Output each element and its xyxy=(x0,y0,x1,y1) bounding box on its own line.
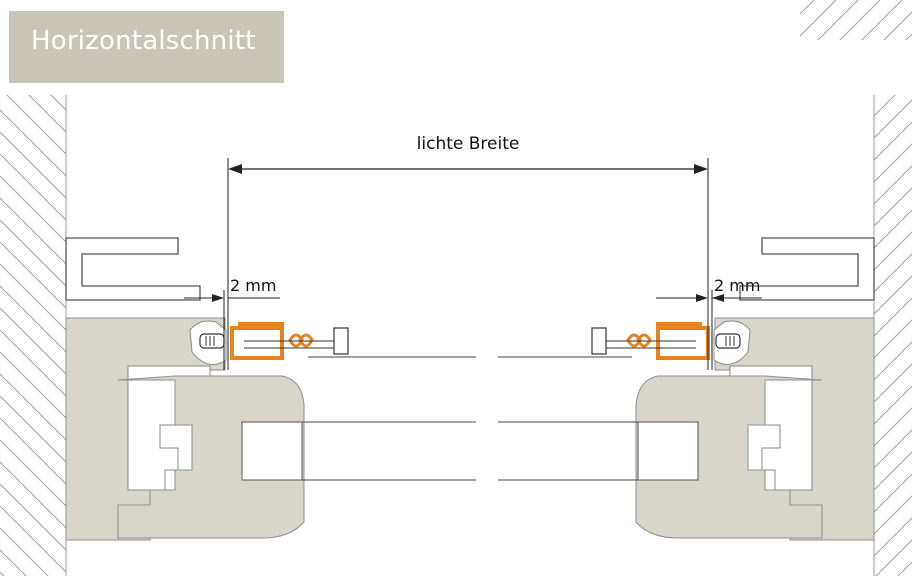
right-frame xyxy=(635,237,875,541)
right-wall xyxy=(873,95,912,576)
left-gap-dimension: 2 mm xyxy=(184,276,280,370)
left-hardware xyxy=(199,322,349,360)
left-gap-label: 2 mm xyxy=(230,276,276,295)
left-frame xyxy=(65,237,305,541)
left-seal-profile xyxy=(230,326,284,360)
left-wall xyxy=(0,95,67,576)
title-box xyxy=(9,11,284,83)
left-sash-lines xyxy=(302,356,476,481)
right-sash-lines xyxy=(498,356,638,481)
clear-width-dimension: lichte Breite xyxy=(227,134,709,370)
right-seal-profile xyxy=(656,326,710,360)
corner-hatch xyxy=(800,0,912,40)
section-title: Horizontalschnitt xyxy=(31,26,256,56)
clear-width-label: lichte Breite xyxy=(417,134,520,154)
right-gap-dimension: 2 mm xyxy=(656,276,762,370)
right-gap-label: 2 mm xyxy=(714,276,760,295)
